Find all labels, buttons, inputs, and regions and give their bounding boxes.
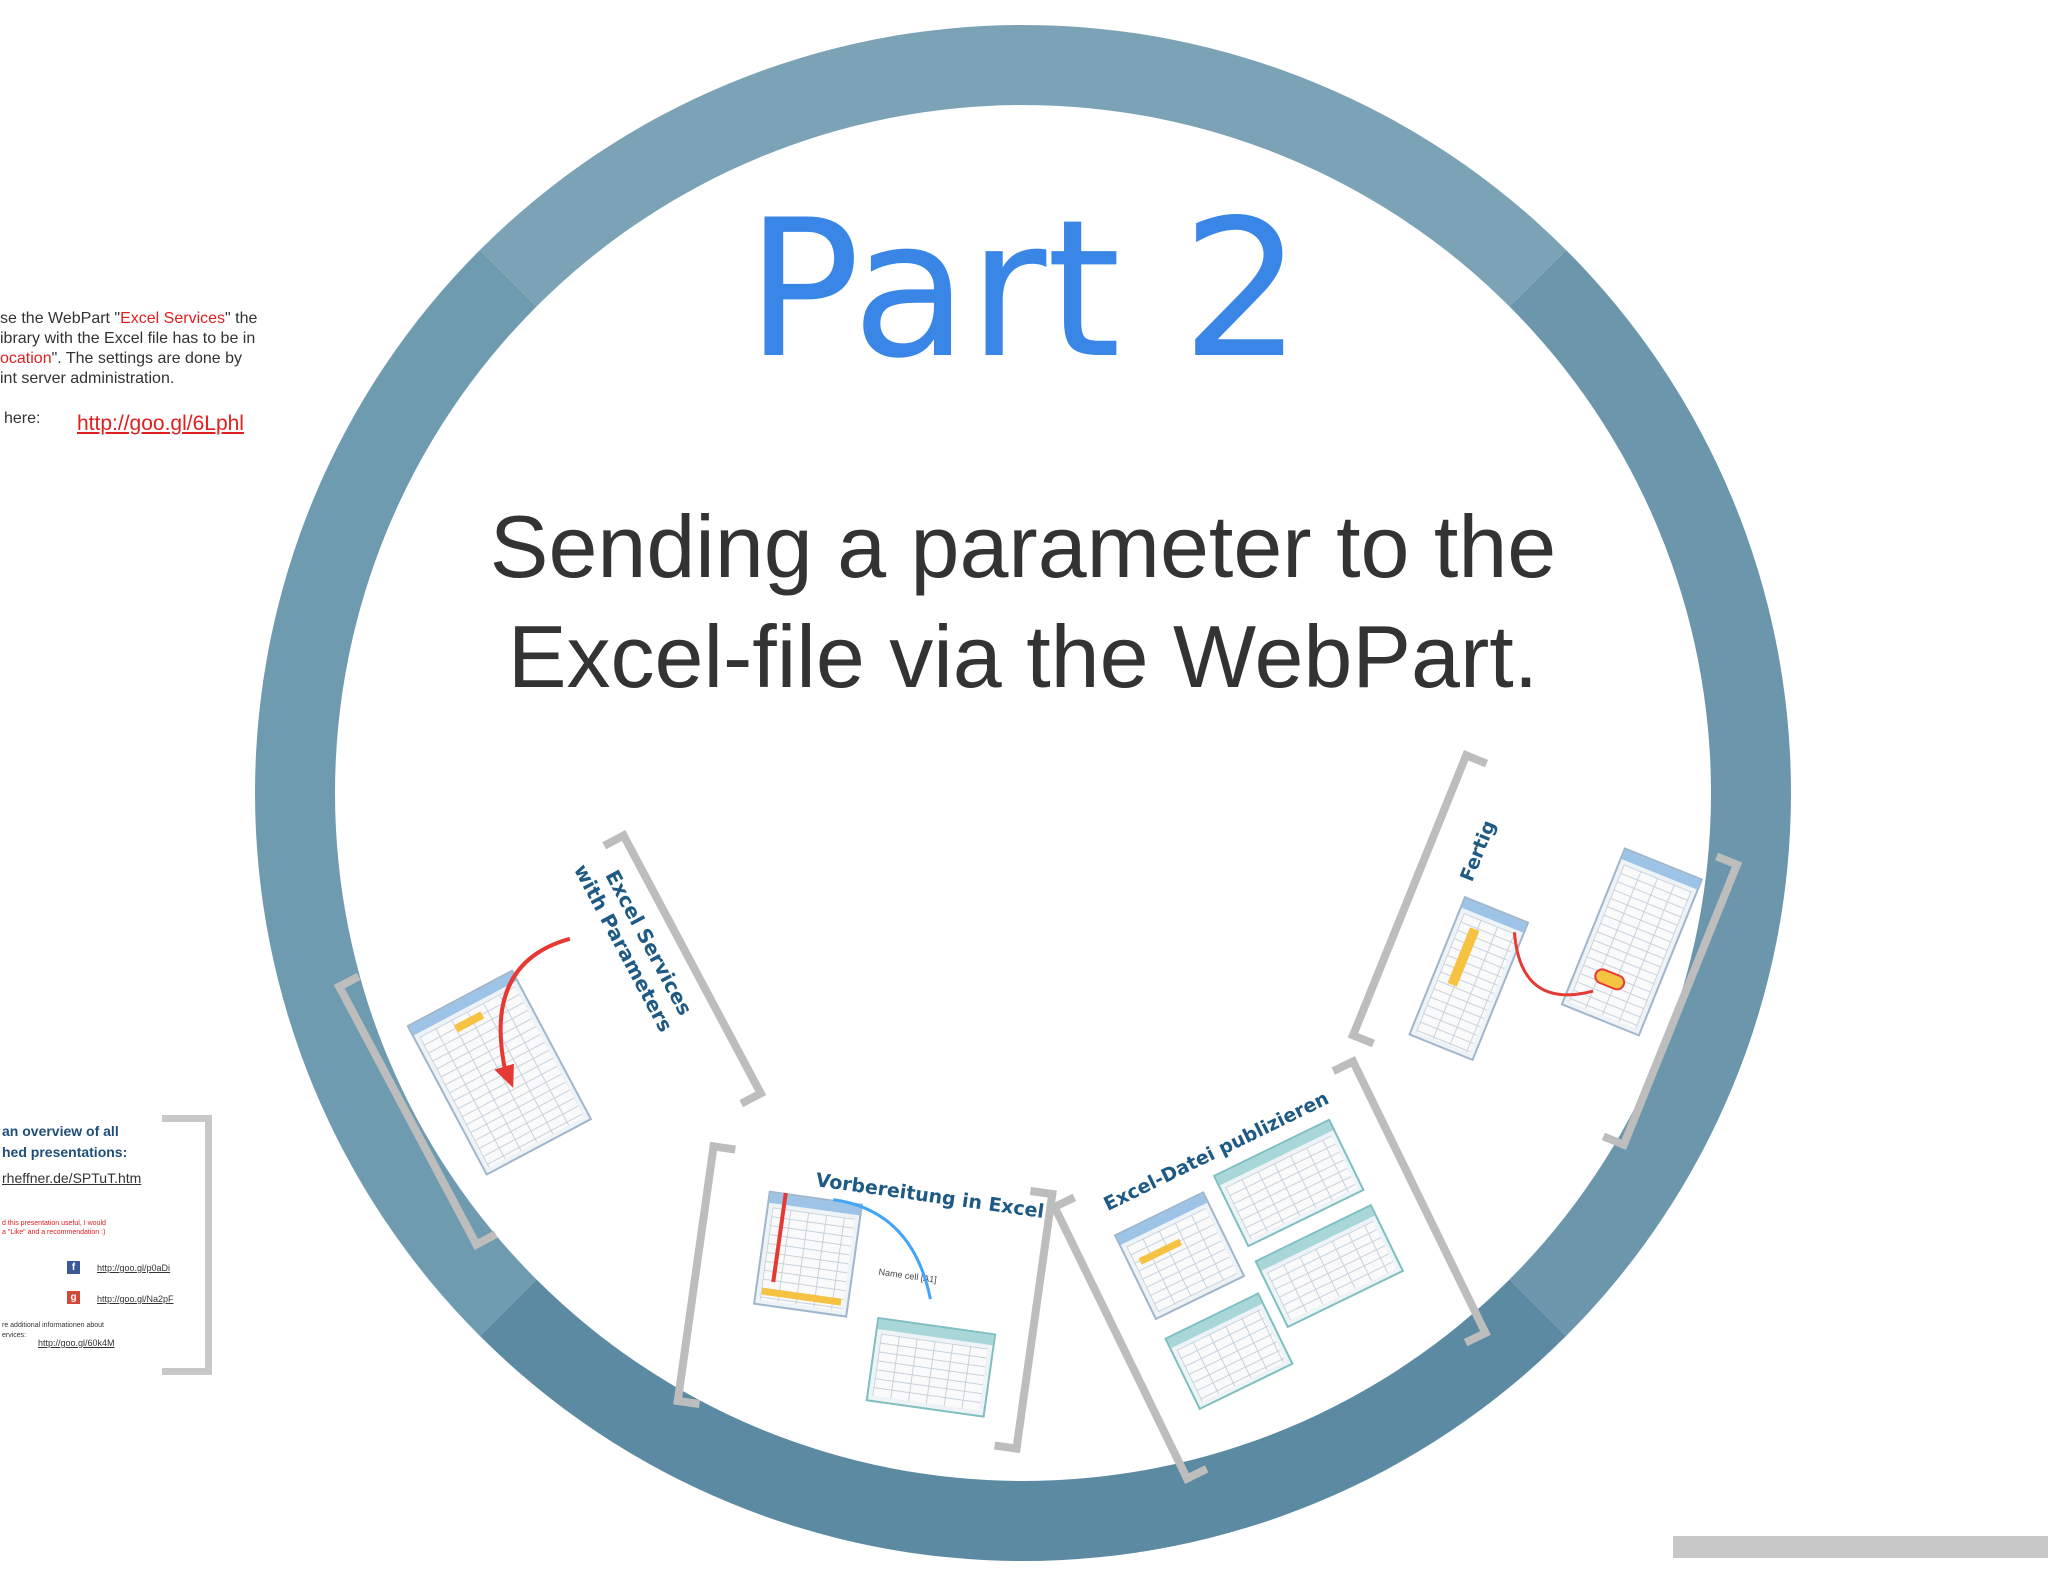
part-title: Part 2: [745, 179, 1303, 400]
part-subtitle: Sending a parameter to the Excel-file vi…: [323, 492, 1723, 712]
overview-title-line-1: an overview of all: [2, 1123, 119, 1139]
thumbnail-arrow: [494, 936, 571, 1088]
overview-note-line-1: d this presentation useful, I would: [2, 1220, 106, 1227]
overview-title-line-2: hed presentations:: [2, 1144, 128, 1160]
thumbnail-arrow: [771, 1192, 932, 1300]
overview-more-line-2: ervices:: [2, 1332, 27, 1339]
overview-link[interactable]: rheffner.de/SPTuT.htm: [2, 1170, 142, 1186]
left-slide-line-2: ibrary with the Excel file has to be in: [0, 330, 256, 347]
left-slide-line-3: ocation". The settings are done by: [0, 350, 242, 367]
overview-frame-bracket: [162, 1115, 212, 1375]
left-slide-link[interactable]: http://goo.gl/6Lphl: [77, 412, 244, 435]
left-slide-line-4: int server administration.: [0, 370, 175, 387]
left-slide-here-label: here:: [4, 410, 41, 427]
overview-more-line-1: re additional informationen about: [2, 1322, 104, 1329]
subtitle-line-1: Sending a parameter to the: [489, 497, 1557, 596]
thumbnail-vorbereitung[interactable]: Vorbereitung in Excel Name cell [A1]: [673, 1142, 1056, 1453]
thumbnail-excel-services[interactable]: Excel Services with Parameters: [334, 830, 766, 1250]
facebook-link[interactable]: http://goo.gl/p0aDi: [97, 1263, 171, 1273]
subtitle-line-2: Excel-file via the WebPart.: [507, 607, 1539, 706]
thumbnail-fertig[interactable]: Fertig: [1348, 750, 1742, 1150]
left-slide-line-1: se the WebPart "Excel Services" the: [0, 310, 258, 327]
overview-more-link[interactable]: http://goo.gl/60k4M: [38, 1338, 115, 1348]
thumbnail-arrow: [1512, 932, 1594, 997]
google-plus-link[interactable]: http://goo.gl/Na2pF: [97, 1294, 174, 1304]
google-plus-icon[interactable]: g: [67, 1291, 80, 1304]
overview-note-line-2: a "Like" and a recommendation :): [2, 1229, 106, 1236]
facebook-icon[interactable]: f: [67, 1261, 80, 1274]
thumbnail-dialog-screenshot: [865, 1316, 997, 1418]
horizontal-scrollbar[interactable]: [1673, 1536, 2048, 1558]
